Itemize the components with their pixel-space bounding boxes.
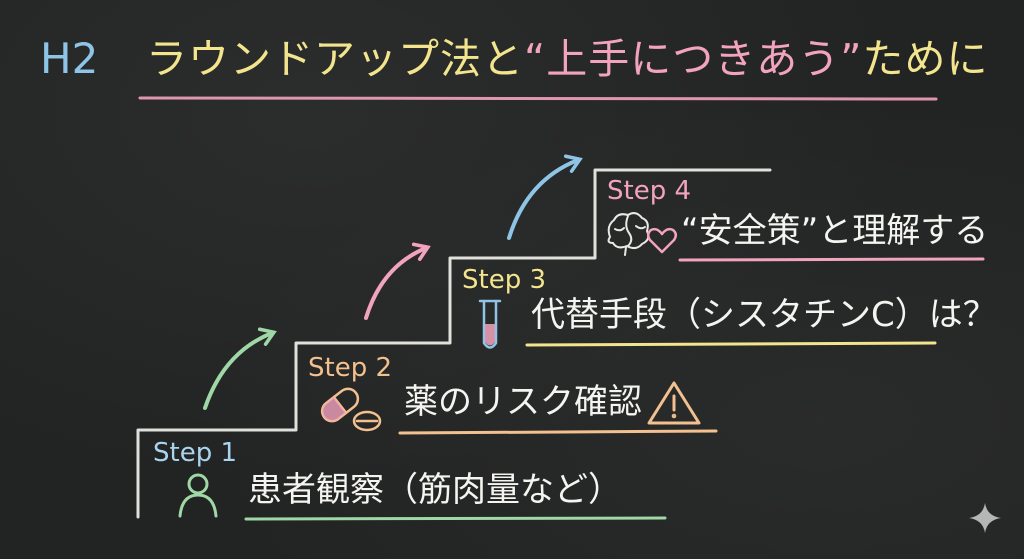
heart-icon xyxy=(647,227,677,254)
title-underline xyxy=(138,96,938,101)
step3-underline xyxy=(525,341,937,347)
staircase-outline xyxy=(136,168,772,519)
step1-label: Step 1 xyxy=(153,438,238,468)
step2-text: 薬のリスク確認 xyxy=(404,382,642,422)
page-title: ラウンドアップ法と“上手につきあう”ために xyxy=(146,39,988,80)
step3-label: Step 3 xyxy=(462,265,547,295)
step3-text: 代替手段（シスタチンC）は？ xyxy=(531,295,997,335)
step2-label: Step 2 xyxy=(308,353,393,383)
step4-underline xyxy=(678,257,985,262)
pill-icon xyxy=(320,387,382,432)
step4-label: Step 4 xyxy=(607,176,692,206)
brain-icon xyxy=(607,212,650,256)
sparkle-icon xyxy=(969,503,1001,533)
step2-underline xyxy=(398,429,718,435)
title-quote: “上手につきあう” xyxy=(524,35,863,83)
arrow-step2-pink xyxy=(364,242,431,320)
title-part2: ために xyxy=(862,35,989,83)
step1-text: 患者観察（筋肉量など） xyxy=(248,470,622,510)
heading-level-tag: H2 xyxy=(40,34,99,83)
step1-underline xyxy=(244,516,667,521)
arrow-step1-green xyxy=(203,327,277,410)
title-part1: ラウンドアップ法と xyxy=(146,35,524,83)
test-tube-icon xyxy=(478,299,502,349)
arrow-step3-blue xyxy=(507,154,583,240)
person-icon xyxy=(178,473,218,518)
step4-text: “安全策”と理解する xyxy=(681,211,989,251)
warning-icon xyxy=(647,381,701,425)
